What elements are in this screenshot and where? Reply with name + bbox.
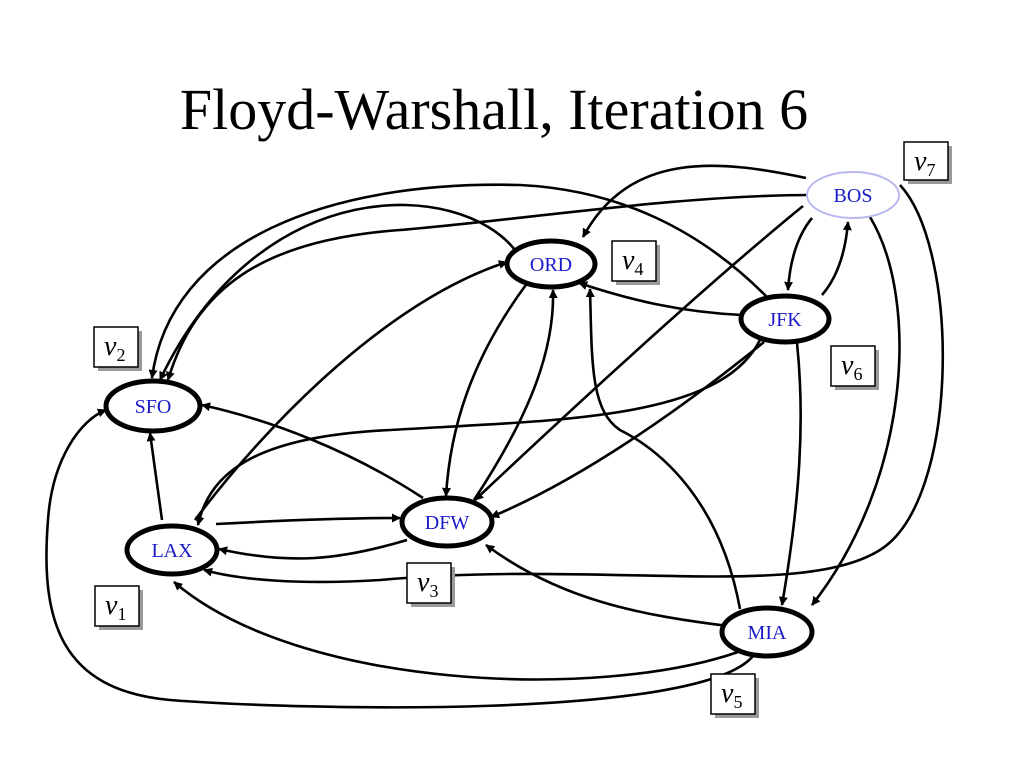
node-ellipse-sfo	[103, 378, 203, 434]
var-symbol: v6	[841, 350, 862, 384]
node-label-mia: MIA	[748, 622, 787, 644]
node-bos: BOS	[806, 171, 900, 219]
var-subscript: 7	[926, 160, 935, 180]
var-letter: v	[622, 245, 635, 276]
edge-lax-to-dfw	[215, 513, 401, 526]
var-symbol: v5	[721, 678, 742, 712]
var-letter: v	[105, 590, 118, 621]
var-label-dfw: v3	[406, 562, 455, 607]
edge-bos-to-sfo	[166, 193, 811, 381]
edges-layer	[45, 164, 945, 709]
var-subscript: 4	[634, 259, 643, 279]
var-symbol: v3	[417, 567, 438, 601]
edge-mia-to-dfw	[485, 543, 729, 628]
var-label-box	[94, 585, 140, 627]
edge-dfw-to-sfo	[201, 402, 424, 500]
edge-bos-to-lax	[203, 184, 945, 584]
var-label-lax: v1	[94, 585, 143, 630]
edge-dfw-to-lax	[218, 538, 408, 560]
var-label-box	[406, 562, 452, 604]
edge-jfk-to-sfo	[148, 183, 767, 379]
var-letter: v	[914, 146, 927, 177]
edge-jfk-to-mia	[778, 342, 802, 606]
var-label-sfo: v2	[93, 326, 142, 371]
edge-ord-to-sfo	[158, 203, 517, 381]
var-subscript: 3	[429, 581, 438, 601]
node-ellipse-mia	[719, 605, 815, 659]
edge-jfk-to-bos	[821, 221, 852, 296]
node-label-lax: LAX	[151, 540, 193, 562]
node-label-jfk: JFK	[768, 309, 802, 331]
var-subscript: 5	[733, 692, 742, 712]
node-ellipse-jfk	[738, 293, 832, 345]
edge-bos-to-dfw	[474, 204, 804, 501]
var-letter: v	[721, 678, 734, 709]
edge-bos-to-jfk	[784, 217, 814, 291]
edge-lax-to-sfo	[146, 432, 164, 521]
var-label-box	[710, 673, 756, 715]
node-sfo: SFO	[103, 378, 203, 434]
var-label-ord: v4	[611, 240, 660, 285]
var-label-box	[903, 141, 949, 181]
node-label-dfw: DFW	[425, 512, 470, 534]
var-subscript: 1	[117, 604, 126, 624]
var-symbol: v2	[104, 331, 125, 365]
node-label-bos: BOS	[834, 185, 873, 207]
edge-dfw-to-ord	[472, 289, 558, 501]
node-ellipse-dfw	[399, 495, 495, 549]
edge-mia-to-lax	[173, 581, 739, 681]
var-symbol: v7	[914, 146, 935, 180]
var-label-bos: v7	[903, 141, 952, 184]
var-label-mia: v5	[710, 673, 759, 718]
var-symbol: v4	[622, 245, 643, 279]
node-ellipse-ord	[504, 238, 598, 290]
edge-jfk-to-dfw	[490, 340, 765, 519]
slide-title: Floyd-Warshall, Iteration 6	[179, 77, 809, 142]
var-label-box	[611, 240, 657, 282]
var-letter: v	[104, 331, 117, 362]
var-label-jfk: v6	[830, 345, 879, 390]
node-ord: ORD	[504, 238, 598, 290]
var-letter: v	[841, 350, 854, 381]
edge-bos-to-mia	[810, 216, 901, 606]
var-subscript: 6	[853, 364, 862, 384]
var-letter: v	[417, 567, 430, 598]
node-dfw: DFW	[399, 495, 495, 549]
edge-lax-to-ord	[193, 260, 508, 521]
node-jfk: JFK	[738, 293, 832, 345]
nodes-layer: SFO LAX DFW ORD MIA JFK BOS	[103, 171, 900, 659]
node-lax: LAX	[124, 523, 220, 577]
var-label-box	[830, 345, 876, 387]
node-mia: MIA	[719, 605, 815, 659]
edge-bos-to-ord	[581, 164, 807, 238]
edge-mia-to-sfo	[45, 408, 754, 709]
node-label-sfo: SFO	[135, 396, 172, 418]
var-symbol: v1	[105, 590, 126, 624]
node-ellipse-lax	[124, 523, 220, 577]
node-ellipse-bos	[806, 171, 900, 219]
edge-jfk-to-lax	[195, 339, 762, 526]
node-label-ord: ORD	[530, 254, 572, 276]
var-subscript: 2	[116, 345, 125, 365]
edge-mia-to-ord	[585, 288, 742, 610]
edge-jfk-to-ord	[578, 281, 743, 317]
var-label-box	[93, 326, 139, 368]
edge-ord-to-dfw	[442, 281, 530, 497]
